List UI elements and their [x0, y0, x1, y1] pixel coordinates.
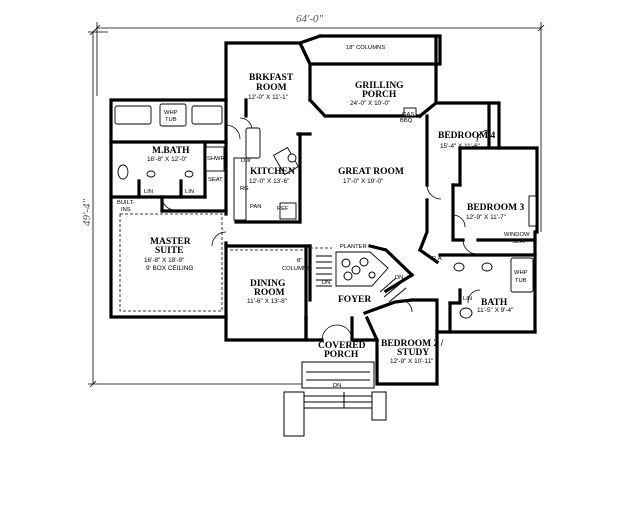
room-dining: DINING ROOM 11'-6" X 13'-8": [247, 279, 287, 305]
bedroom2-name-1: BEDROOM 2 /: [381, 339, 444, 349]
kitchen-name: KITCHEN: [250, 167, 295, 177]
columns-18-label: 18" COLUMNS: [346, 45, 385, 51]
master-shower: [205, 146, 225, 172]
lin-label-b: LIN: [185, 189, 194, 195]
room-bath: WHP TUB LIN BATH 11'-5" X 9'-4": [463, 270, 528, 314]
bedroom3-name: BEDROOM 3: [467, 203, 525, 213]
master-sink-left: [146, 170, 156, 178]
breakfast-table: [245, 127, 261, 159]
master-name-2: SUITE: [155, 246, 184, 256]
master-whp-tub: [159, 103, 187, 127]
columns-8-label-1: 8": [297, 258, 302, 264]
rg-label: RG: [240, 186, 249, 192]
built-ins-1: BUILT-: [117, 200, 135, 206]
lin-label-a: LIN: [144, 189, 153, 195]
master-vanity-right: [191, 105, 223, 125]
room-kitchen: DW KITCHEN 12'-0" X 13'-6" RG PAN REF: [240, 158, 295, 212]
tub2-label: TUB: [515, 278, 527, 284]
brkfast-name-2: ROOM: [256, 83, 287, 93]
fixtures: [114, 103, 537, 437]
seat-label: SEAT: [208, 177, 223, 183]
kitchen-sink: [287, 153, 297, 163]
bedroom4-name: BEDROOM 4: [438, 131, 496, 141]
dn-label-c: DN: [333, 383, 341, 389]
bath-name: BATH: [481, 298, 508, 308]
fridge: [279, 202, 297, 220]
planter: [335, 251, 389, 287]
window-seat-1: WINDOW: [504, 232, 530, 238]
grilling-name-1: GRILLING: [355, 81, 404, 91]
dining-name-1: DINING: [250, 279, 286, 289]
mbath-name: M.BATH: [152, 146, 190, 156]
room-covered-porch: COVERED PORCH DN: [318, 341, 366, 389]
dashed-lines: [119, 213, 332, 312]
master-toilet: [117, 164, 129, 180]
overall-width-label: 64'-0": [296, 13, 324, 25]
pan-label: PAN: [250, 204, 262, 210]
room-master: MASTER SUITE 16'-8" X 18'-9" 9' BOX CEIL…: [144, 237, 193, 272]
bedroom2-name-2: STUDY: [397, 348, 429, 358]
room-bedroom3: BEDROOM 3 12'-9" X 11'-7" WINDOW SEAT: [466, 203, 530, 245]
interior-walls: [109, 40, 537, 343]
dining-name-2: ROOM: [254, 288, 285, 298]
dw-label: DW: [241, 158, 251, 164]
room-bedroom4: BEDROOM 4 15'-4" X 11'-6": [438, 131, 496, 150]
kitchen-counter: [233, 157, 247, 221]
lin-label-c: LIN: [463, 296, 472, 302]
dining-dims: 11'-6" X 13'-8": [247, 298, 287, 305]
ra-label: R.A: [432, 256, 442, 262]
room-grilling: 18" COLUMNS GRILLING PORCH 24'-0" X 10'-…: [346, 45, 414, 124]
covered-name-2: PORCH: [324, 350, 359, 360]
master-dims: 16'-8" X 18'-9": [144, 257, 184, 264]
room-bedroom2: BEDROOM 2 / STUDY 12'-9" X 10'-11": [381, 339, 444, 365]
window-seat-2: SEAT: [512, 239, 527, 245]
dn-label-b: DN: [395, 275, 403, 281]
brkfast-name-1: BRKFAST: [249, 73, 294, 83]
grilling-name-2: PORCH: [362, 90, 397, 100]
great-name: GREAT ROOM: [338, 167, 404, 177]
gas-bbq: [403, 107, 417, 117]
covered-name-1: COVERED: [318, 341, 366, 351]
room-mbath: WHP TUB M.BATH 16'-8" X 12'-0" SHWR SEAT…: [117, 110, 225, 213]
overall-depth-label: 49'-4": [81, 198, 93, 226]
foyer-name: FOYER: [338, 295, 371, 305]
bath-whp-tub: [510, 257, 534, 293]
room-great: GREAT ROOM 17'-0" X 19'-0": [338, 167, 404, 185]
foyer-stairs: [316, 255, 407, 303]
shwr-label: SHWR: [207, 156, 225, 162]
bath-sink-left: [453, 262, 465, 272]
window-seat: [528, 195, 537, 227]
overall-depth-dimension: 49'-4": [81, 28, 302, 388]
mbath-dims: 16'-8" X 12'-0": [147, 156, 187, 163]
kitchen-dims: 12'-0" X 13'-6": [249, 178, 289, 185]
dn-label-a: DN: [322, 280, 330, 286]
built-ins-2: INS: [121, 207, 131, 213]
gas-label: GAS: [402, 112, 414, 118]
overall-width-dimension: 64'-0": [93, 13, 545, 232]
columns-8-label-2: COLUMNS: [282, 266, 311, 272]
whp-label: WHP: [164, 110, 178, 116]
grilling-dims: 24'-0" X 10'-0": [350, 100, 390, 107]
room-foyer: PLANTER 8" COLUMNS DN DN R.A FOYER: [282, 244, 442, 305]
ref-label: REF: [277, 206, 289, 212]
bedroom3-dims: 12'-9" X 11'-7": [466, 214, 506, 221]
bath-dims: 11'-5" X 9'-4": [477, 307, 513, 314]
porch-steps: [283, 361, 387, 437]
tub-label: TUB: [165, 117, 177, 123]
bedroom4-dims: 15'-4" X 11'-6": [440, 143, 480, 150]
bath-toilet: [459, 307, 473, 319]
master-vanity-left: [114, 105, 152, 125]
master-sink-right: [184, 170, 194, 178]
great-dims: 17'-0" X 19'-0": [343, 178, 383, 185]
master-note: 9' BOX CEILING: [146, 265, 193, 272]
room-brkfast: BRKFAST ROOM 12'-0" X 11'-1": [248, 73, 294, 101]
master-name-1: MASTER: [150, 237, 191, 247]
brkfast-dims: 12'-0" X 11'-1": [248, 94, 288, 101]
bath-sink-right: [481, 262, 493, 272]
bedroom2-dims: 12'-9" X 10'-11": [390, 358, 433, 365]
bbq-label: BBQ: [400, 118, 413, 124]
whp2-label: WHP: [514, 270, 528, 276]
planter-label: PLANTER: [340, 244, 367, 250]
